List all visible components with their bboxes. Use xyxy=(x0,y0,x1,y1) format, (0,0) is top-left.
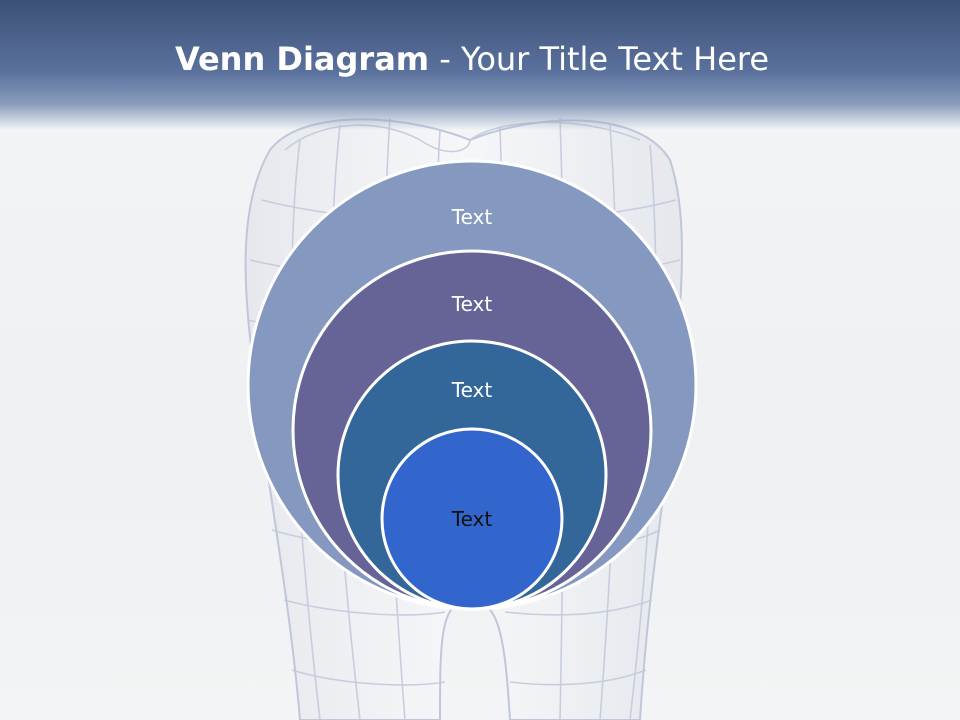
outer-circle-label: Text xyxy=(451,205,493,229)
inner-circle[interactable] xyxy=(380,427,564,611)
title-bar xyxy=(0,0,960,130)
title-bold: Venn Diagram xyxy=(174,40,430,78)
title-rest: - Your Title Text Here xyxy=(429,40,770,78)
third-circle-label: Text xyxy=(451,378,493,402)
slide-title: Venn Diagram - Your Title Text Here xyxy=(0,40,944,78)
inner-circle-label: Text xyxy=(451,507,493,531)
second-circle-label: Text xyxy=(451,292,493,316)
